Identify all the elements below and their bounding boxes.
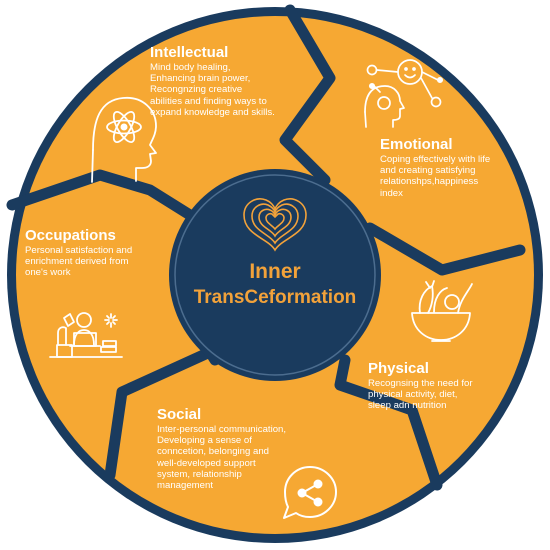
heart-icon: [243, 198, 307, 252]
hub-border: [169, 169, 381, 381]
segment-title-occupations: Occupations: [25, 227, 116, 244]
brain-atom-icon: [91, 97, 157, 183]
center-title-line2: TransCeformation: [193, 287, 357, 308]
divider-occupations-intellectual: [6, 169, 196, 221]
segment-desc-emotional: Coping effectively with life and creatin…: [380, 154, 491, 199]
segment-title-social: Social: [157, 406, 202, 423]
segment-title-emotional: Emotional: [380, 136, 453, 153]
segment-desc-intellectual: Mind body healing, Enhancing brain power…: [150, 62, 275, 118]
divider-physical-social: [334, 354, 443, 491]
segment-desc-occupations: Personal satisfaction and enrichment der…: [25, 245, 133, 279]
segment-desc-social: Inter-personal communication, Developing…: [157, 424, 287, 492]
segment-title-intellectual: Intellectual: [150, 44, 229, 61]
center-title-line1: Inner: [249, 260, 301, 283]
workspace-icon: [49, 312, 123, 358]
salad-bowl-icon: [411, 280, 473, 342]
emotions-icon: [364, 59, 444, 128]
segment-title-physical: Physical: [368, 360, 429, 377]
hub-inner-line: [174, 174, 376, 376]
segment-desc-physical: Recognsing the need for physical activit…: [368, 378, 473, 412]
share-chat-icon: [283, 466, 337, 519]
divider-intellectual-emotional: [279, 4, 336, 186]
